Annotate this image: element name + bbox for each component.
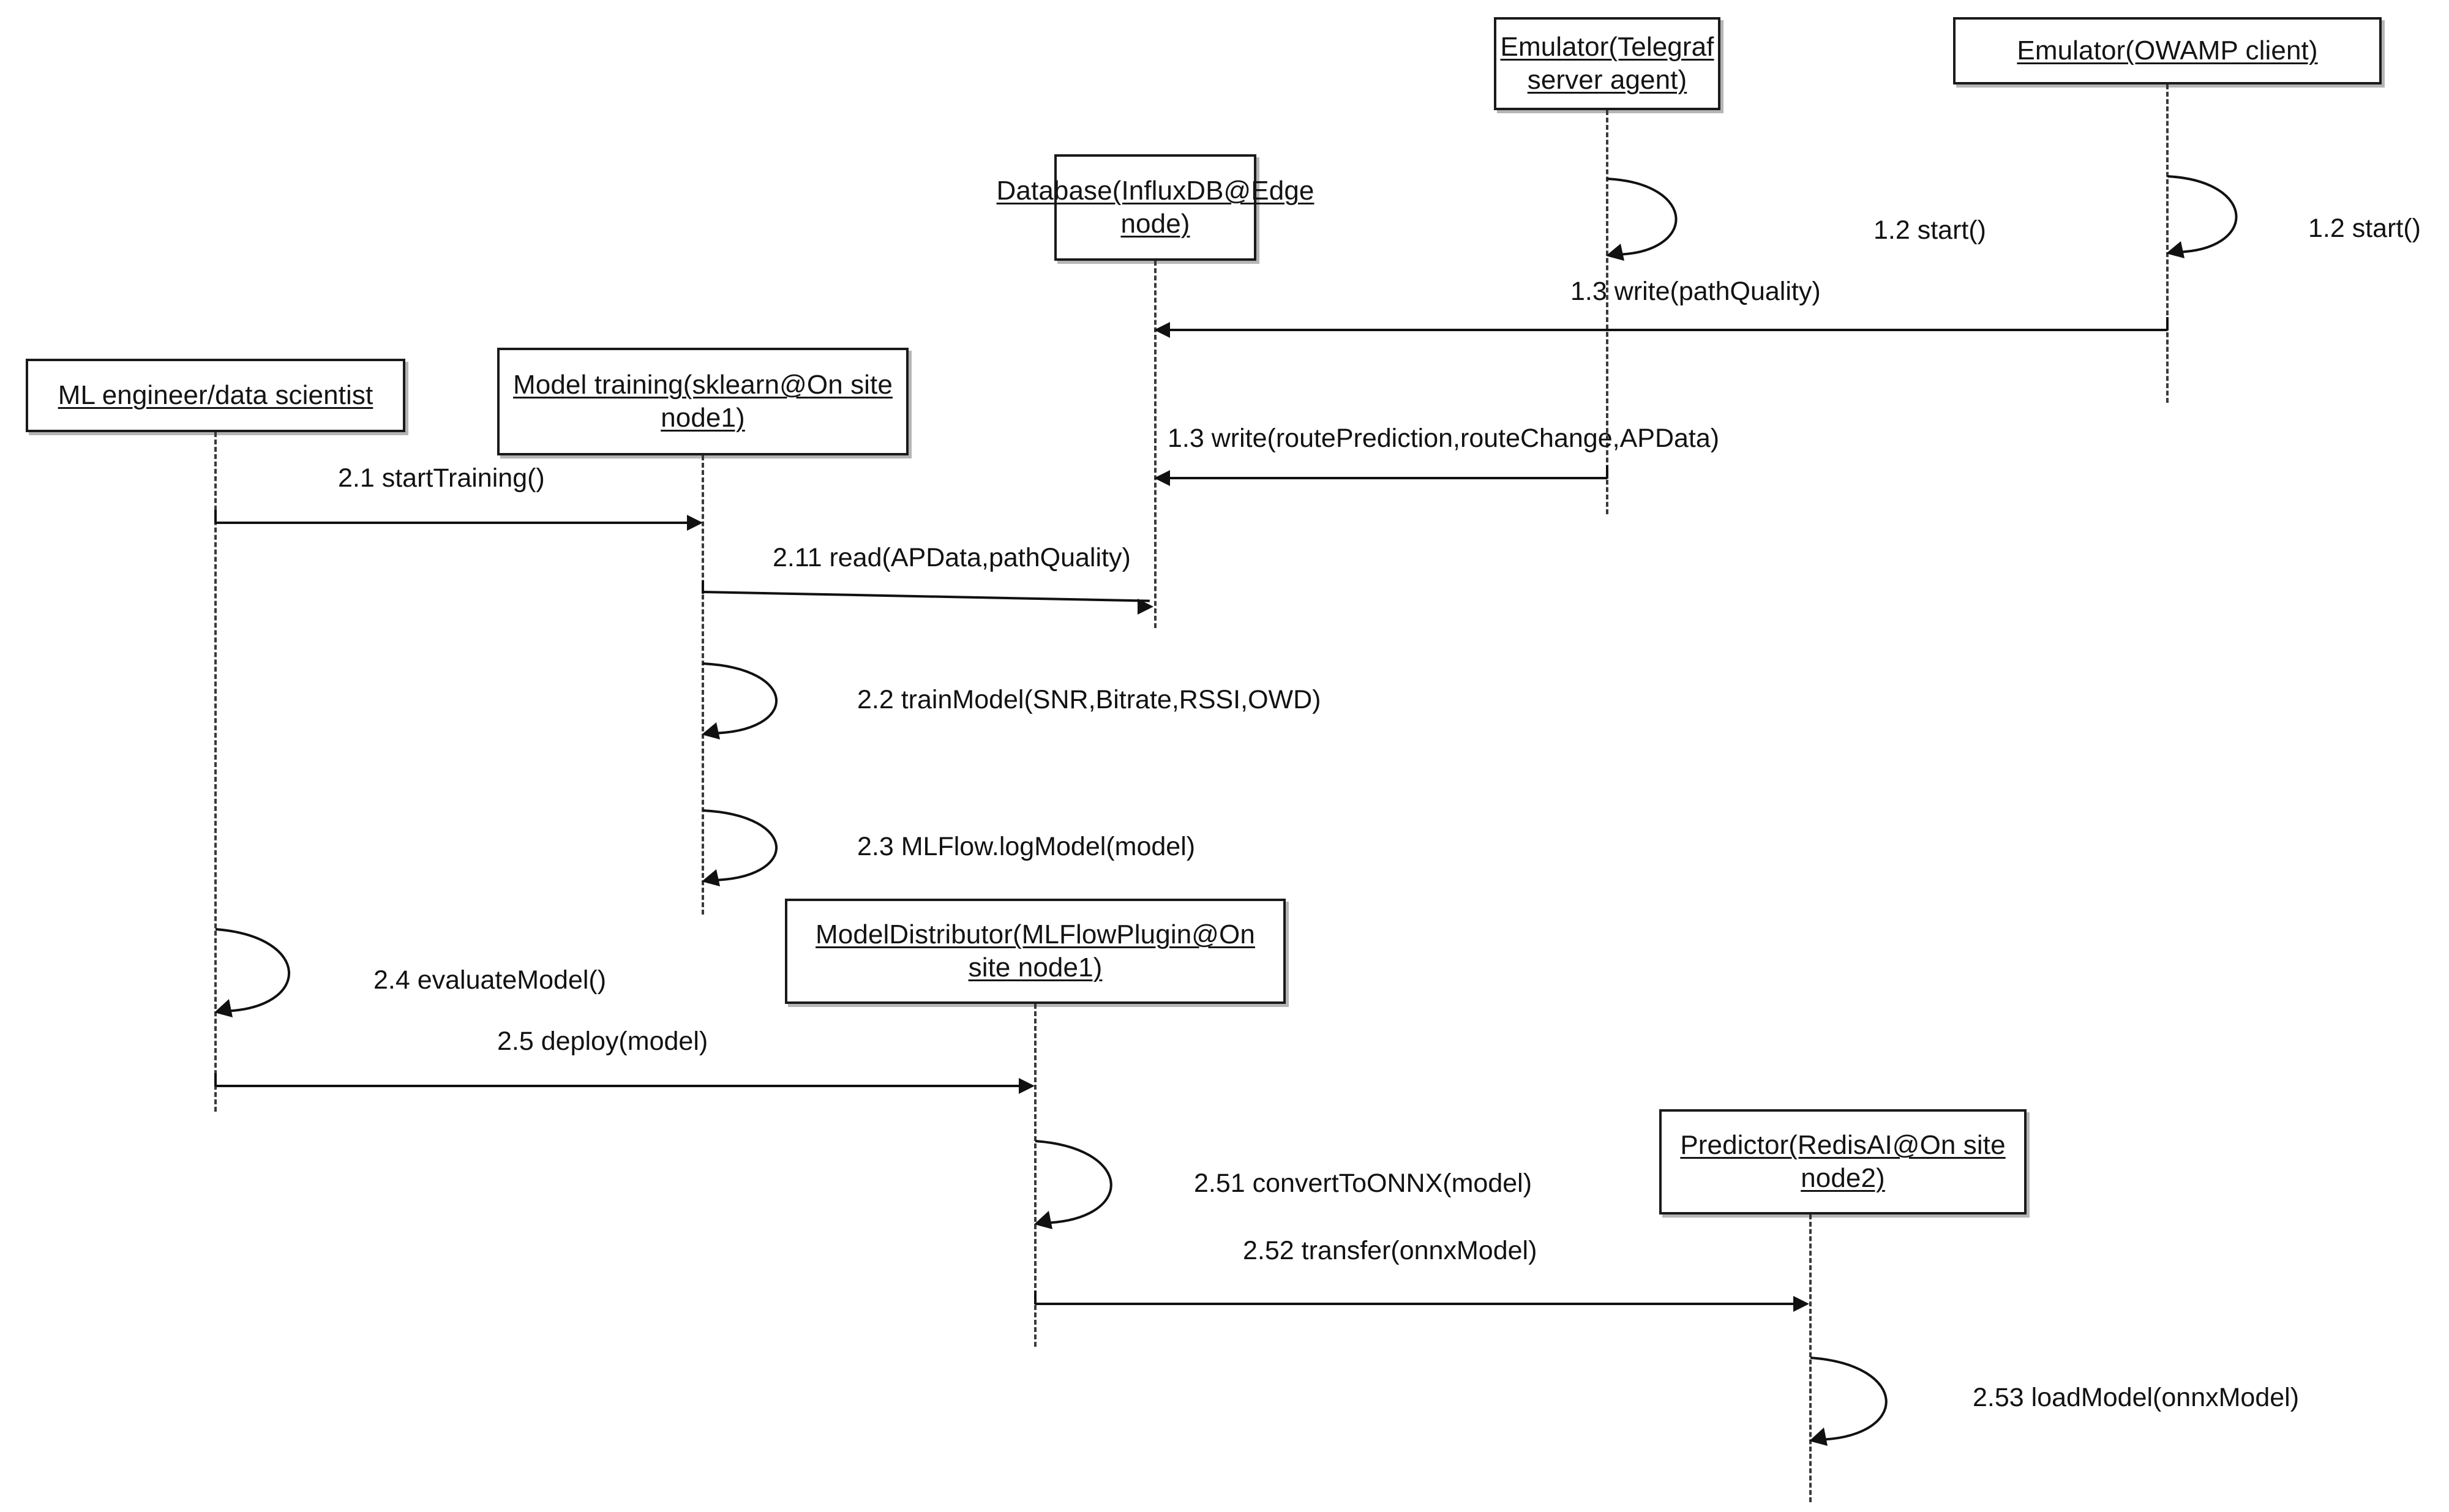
- message-label-1-3-route-prediction: 1.3 write(routePrediction,routeChange,AP…: [1168, 424, 1720, 453]
- message-arc-2-51-convert-onnx: [1034, 1140, 1112, 1229]
- participant-label-owamp: Emulator(OWAMP client): [2017, 36, 2318, 66]
- participant-box-model-training[interactable]: Model training(sklearn@On site node1): [497, 348, 909, 455]
- message-origin-2-1-start-training: [214, 510, 217, 523]
- message-label-2-53-load-model: 2.53 loadModel(onnxModel): [1973, 1383, 2300, 1412]
- message-line-2-5-deploy: [216, 1085, 1025, 1087]
- participant-box-telegraf[interactable]: Emulator(Telegraf server agent): [1494, 17, 1720, 110]
- message-line-2-52-transfer: [1035, 1303, 1799, 1305]
- lifeline-ml-engineer: [214, 432, 217, 1112]
- participant-label-database: Database(InfluxDB@Edge node): [996, 176, 1315, 239]
- participant-box-model-distributor[interactable]: ModelDistributor(MLFlowPlugin@On site no…: [785, 899, 1286, 1004]
- message-line-1-3-route-prediction: [1163, 477, 1607, 479]
- message-label-1-3-path-quality: 1.3 write(pathQuality): [1570, 277, 1821, 306]
- message-label-1-2-owamp: 1.2 start(): [2308, 214, 2421, 243]
- message-label-2-11-read: 2.11 read(APData,pathQuality): [773, 543, 1131, 572]
- message-label-2-5-deploy: 2.5 deploy(model): [497, 1027, 708, 1056]
- lifeline-database: [1154, 261, 1157, 628]
- message-arrowhead-1-3-path-quality: [1154, 322, 1170, 338]
- message-origin-2-52-transfer: [1034, 1291, 1037, 1304]
- lifeline-telegraf: [1606, 110, 1608, 514]
- participant-label-model-training: Model training(sklearn@On site node1): [513, 370, 893, 433]
- participant-box-database[interactable]: Database(InfluxDB@Edge node): [997, 154, 1314, 261]
- lifeline-owamp: [2166, 84, 2169, 403]
- message-arrowhead-2-5-deploy: [1019, 1078, 1035, 1094]
- message-label-2-3-log-model: 2.3 MLFlow.logModel(model): [857, 832, 1196, 861]
- message-arc-1-2-owamp: [2166, 175, 2238, 258]
- lifeline-model-training: [702, 455, 704, 915]
- participant-box-owamp[interactable]: Emulator(OWAMP client): [1953, 17, 2382, 84]
- participant-label-ml-engineer: ML engineer/data scientist: [58, 380, 373, 411]
- lifeline-model-distributor: [1034, 1004, 1037, 1347]
- message-arc-2-53-load-model: [1809, 1357, 1888, 1446]
- message-arc-2-4-evaluate-model: [214, 928, 290, 1017]
- message-label-2-4-evaluate-model: 2.4 evaluateModel(): [373, 965, 607, 995]
- message-arc-2-2-train-model: [702, 662, 778, 739]
- participant-label-telegraf: Emulator(Telegraf server agent): [1500, 32, 1714, 95]
- message-arrowhead-1-3-route-prediction: [1154, 470, 1170, 486]
- participant-label-predictor: Predictor(RedisAI@On site node2): [1680, 1130, 2006, 1193]
- message-line-1-3-path-quality: [1163, 329, 2167, 331]
- message-origin-1-3-route-prediction: [1606, 465, 1608, 479]
- message-label-2-52-transfer: 2.52 transfer(onnxModel): [1243, 1236, 1537, 1265]
- message-arrowhead-2-11-read: [1138, 599, 1153, 615]
- message-arrowhead-2-52-transfer: [1793, 1296, 1809, 1312]
- message-label-2-51-convert-onnx: 2.51 convertToONNX(model): [1194, 1169, 1532, 1198]
- participant-box-ml-engineer[interactable]: ML engineer/data scientist: [26, 359, 405, 432]
- message-line-2-11-read: [702, 591, 1150, 602]
- participant-label-model-distributor: ModelDistributor(MLFlowPlugin@On site no…: [816, 919, 1255, 982]
- message-arrowhead-2-1-start-training: [687, 515, 703, 531]
- message-label-2-2-train-model: 2.2 trainModel(SNR,Bitrate,RSSI,OWD): [857, 685, 1321, 714]
- message-label-2-1-start-training: 2.1 startTraining(): [338, 463, 545, 493]
- message-label-1-2-telegraf: 1.2 start(): [1873, 215, 1986, 245]
- participant-box-predictor[interactable]: Predictor(RedisAI@On site node2): [1659, 1109, 2027, 1214]
- message-origin-1-3-path-quality: [2166, 317, 2169, 331]
- message-arc-1-2-telegraf: [1606, 178, 1678, 261]
- message-origin-2-11-read: [702, 580, 704, 594]
- message-line-2-1-start-training: [216, 522, 694, 524]
- message-arc-2-3-log-model: [702, 809, 778, 886]
- message-origin-2-5-deploy: [214, 1073, 217, 1087]
